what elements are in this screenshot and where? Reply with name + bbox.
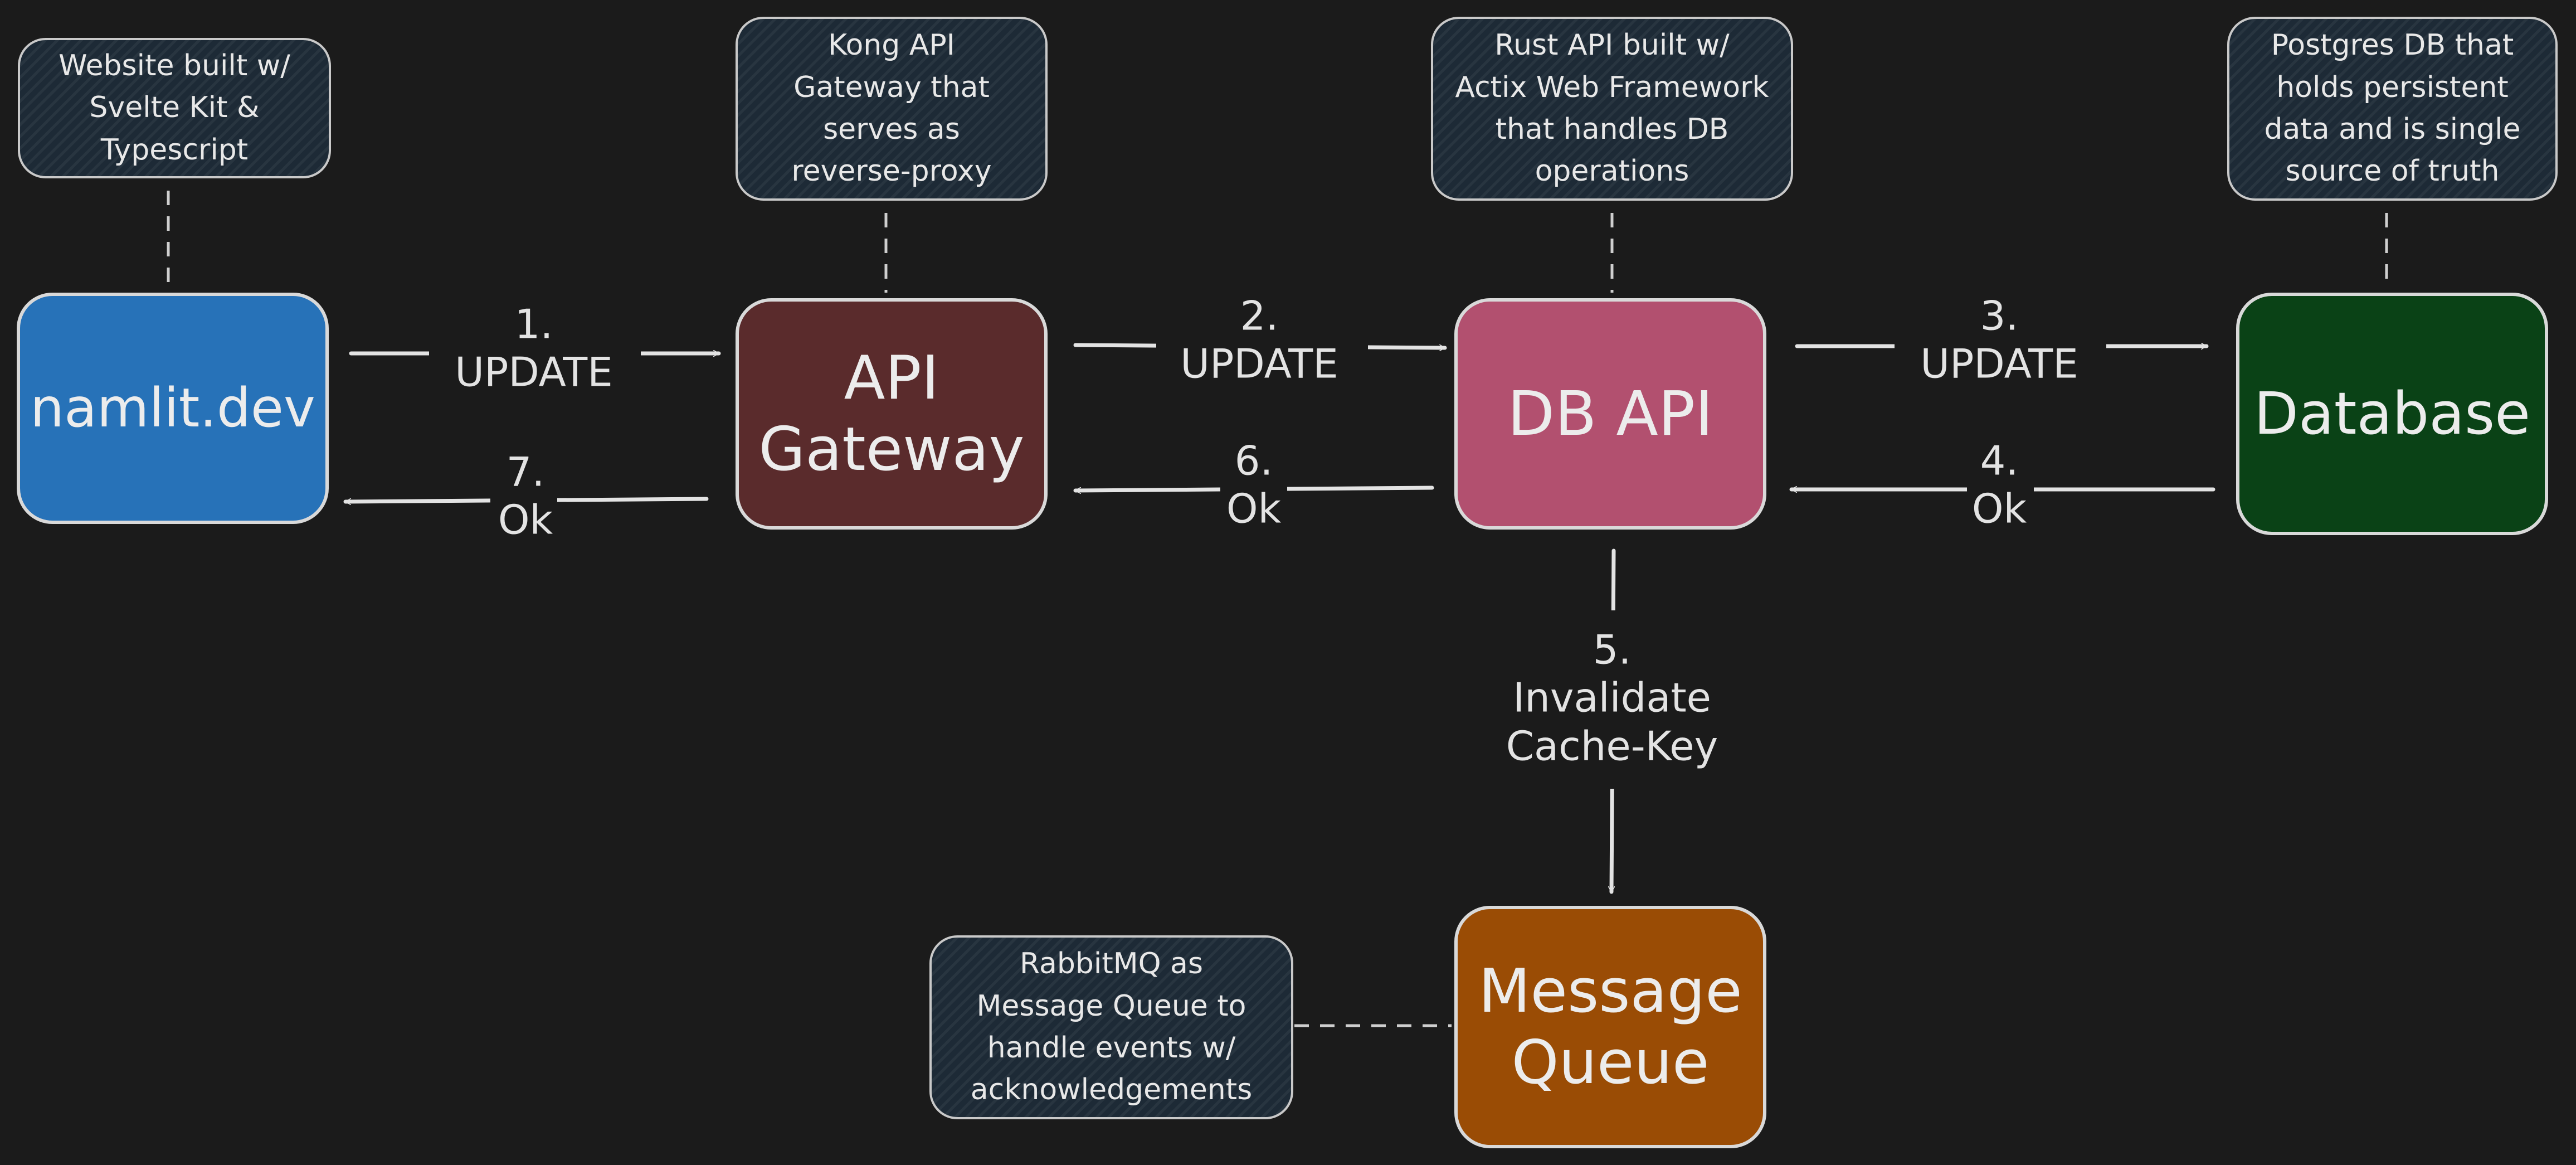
note-database: Postgres DB that holds persistent data a… (2227, 17, 2558, 201)
edge-label-5: 5. Invalidate Cache-Key (1506, 626, 1718, 770)
edge-label-bg-3 (1895, 281, 2106, 396)
note-message-queue: RabbitMQ as Message Queue to handle even… (929, 935, 1293, 1119)
node-db-api: DB API (1454, 298, 1766, 530)
note-dbapi: Rust API built w/ Actix Web Framework th… (1431, 17, 1793, 201)
node-website: namlit.dev (17, 293, 329, 524)
edge-label-bg-4 (1967, 426, 2034, 543)
node-database: Database (2236, 293, 2548, 535)
note-gateway: Kong API Gateway that serves as reverse-… (736, 17, 1048, 201)
edge-label-1: 1. UPDATE (455, 300, 613, 396)
edge-label-3: 3. UPDATE (1920, 292, 2078, 387)
edge-label-6: 6. Ok (1226, 437, 1282, 532)
edge-label-7: 7. Ok (498, 448, 553, 543)
edge-label-bg-1 (429, 290, 641, 404)
edge-label-bg-2 (1156, 281, 1368, 396)
edge-label-bg-5 (1482, 610, 1744, 789)
note-website: Website built w/ Svelte Kit & Typescript (18, 38, 331, 178)
edge-label-2: 2. UPDATE (1180, 292, 1338, 387)
edge-label-4: 4. Ok (1971, 437, 2027, 532)
node-message-queue: Message Queue (1454, 906, 1766, 1148)
edge-label-bg-7 (490, 438, 557, 555)
edge-label-bg-6 (1220, 426, 1287, 543)
node-api-gateway: API Gateway (736, 298, 1048, 530)
